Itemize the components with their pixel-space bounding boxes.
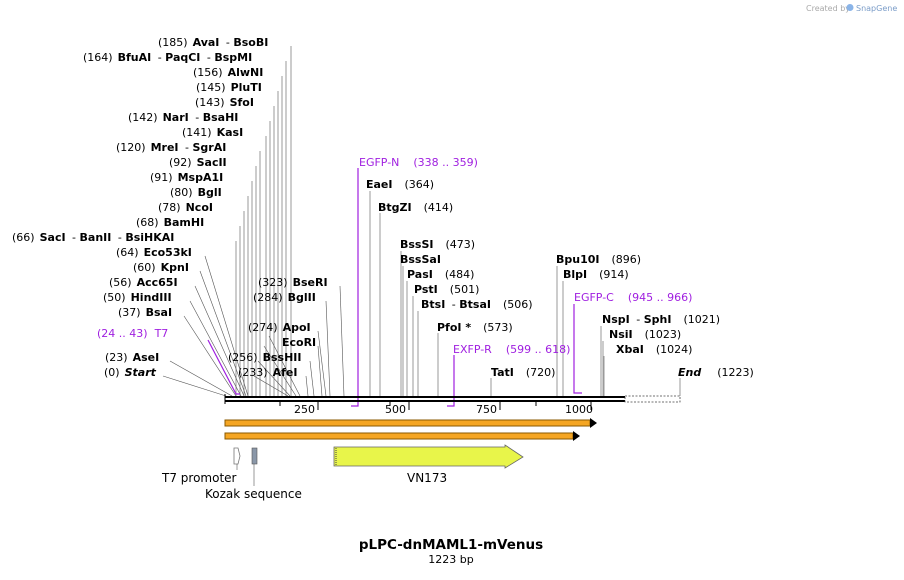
feature-vn173: VN173 (333, 444, 524, 485)
sequence-ruler (224, 394, 681, 410)
site-label-ncoi: (78)NcoI (158, 201, 213, 214)
site-label-nsii: NsiI(1023) (609, 328, 681, 341)
site-label-end: End(1223) (678, 366, 754, 379)
orf-arrow-2 (224, 432, 574, 440)
orf-arrowhead-1 (590, 418, 597, 428)
site-label-hindiii: (50)HindIII (103, 291, 172, 304)
feature-t7-promoter: T7 promoter (161, 447, 241, 485)
site-label-acc65i: (56)Acc65I (109, 276, 178, 289)
site-label-pasi: PasI(484) (407, 268, 474, 281)
site-label-mspa1i: (91)MspA1I (150, 171, 223, 184)
tick-label-1000: 1000 (565, 403, 593, 416)
site-label-sacii: (92)SacII (169, 156, 227, 169)
site-label-tati: TatI(720) (491, 366, 555, 379)
site-label-bsai: (37)BsaI (118, 306, 172, 319)
primer-label-t7: (24 .. 43)T7 (97, 327, 168, 340)
site-label-bseri: (323)BseRI (258, 276, 328, 289)
site-label-pfoi: PfoI *(573) (437, 321, 513, 334)
leader-lines (162, 46, 681, 397)
site-label-btsi-btsai: BtsI - BtsaI(506) (421, 298, 533, 311)
primer-marks (207, 168, 582, 407)
site-label-bglii: (284)BglII (253, 291, 316, 304)
site-label-kasi: (141)KasI (182, 126, 243, 139)
site-label-nari-bsahi: (142)NarI - BsaHI (128, 111, 238, 124)
site-label-start: (0)Start (104, 366, 157, 379)
site-label-bamhi: (68)BamHI (136, 216, 204, 229)
feature-label-kozak-sequence: Kozak sequence (205, 487, 302, 501)
feature-label-vn173: VN173 (407, 471, 447, 485)
site-label-psti: PstI(501) (414, 283, 479, 296)
feature-label-t7-promoter: T7 promoter (161, 471, 237, 485)
site-label-eco53ki: (64)Eco53kI (116, 246, 192, 259)
primer-label-egfp-n: EGFP-N(338 .. 359) (359, 156, 478, 169)
primer-label-egfp-c: EGFP-C(945 .. 966) (574, 291, 692, 304)
tick-label-500: 500 (385, 403, 406, 416)
site-label-bsshii: (256)BssHII (228, 351, 301, 364)
site-label-btgzi: BtgZI(414) (378, 201, 453, 214)
plasmid-size: 1223 bp (428, 553, 473, 566)
site-label-bsssai: BssSaI (400, 253, 441, 266)
credit: Created by SnapGene (806, 4, 897, 13)
tick-label-750: 750 (476, 403, 497, 416)
feature-kozak: Kozak sequence (205, 447, 302, 501)
site-label-sfoi: (143)SfoI (195, 96, 254, 109)
plasmid-title: pLPC-dnMAML1-mVenus (359, 537, 543, 553)
primer-bracket-t7 (207, 339, 240, 395)
orf-arrowhead-2 (573, 431, 580, 441)
site-label-bgli: (80)BglI (170, 186, 222, 199)
credit-prefix: Created by (806, 4, 850, 13)
orf-arrows (224, 418, 597, 441)
orf-arrow-1 (224, 419, 591, 427)
site-label-mrei-sgrai: (120)MreI - SgrAI (116, 141, 226, 154)
primer-label-exfp-r: EXFP-R(599 .. 618) (453, 343, 570, 356)
snapgene-logo-icon (846, 4, 854, 11)
site-label-afei: (233)AfeI (238, 366, 297, 379)
site-label-pluti: (145)PluTI (196, 81, 262, 94)
primer-bracket-egfp-c (573, 304, 582, 394)
site-label-nspi-sphi: NspI - SphI(1021) (602, 313, 720, 326)
primer-bracket-egfp-n (351, 168, 359, 407)
tick-label-250: 250 (294, 403, 315, 416)
site-label-avai-bsobi: (185)AvaI - BsoBI (158, 36, 268, 49)
site-label-bpu10i: Bpu10I(896) (556, 253, 641, 266)
site-label-ecori: EcoRI (282, 336, 316, 349)
site-label-asei: (23)AseI (105, 351, 159, 364)
site-label-kpni: (60)KpnI (133, 261, 189, 274)
site-label-xbai: XbaI(1024) (616, 343, 692, 356)
primer-bracket-exfp-r (447, 355, 455, 407)
site-label-apoi: (274)ApoI (248, 321, 311, 334)
site-label-bsssi: BssSI(473) (400, 238, 475, 251)
site-label-eaei: EaeI(364) (366, 178, 434, 191)
site-label-alwni: (156)AlwNI (193, 66, 263, 79)
site-label-blpi: BlpI(914) (563, 268, 629, 281)
credit-brand: SnapGene (856, 4, 897, 13)
site-label-bfuai-paqci-bspmi: (164)BfuAI - PaqCI - BspMI (83, 51, 252, 64)
site-label-saci-banii-bsihkai: (66)SacI - BanII - BsiHKAI (12, 231, 174, 244)
